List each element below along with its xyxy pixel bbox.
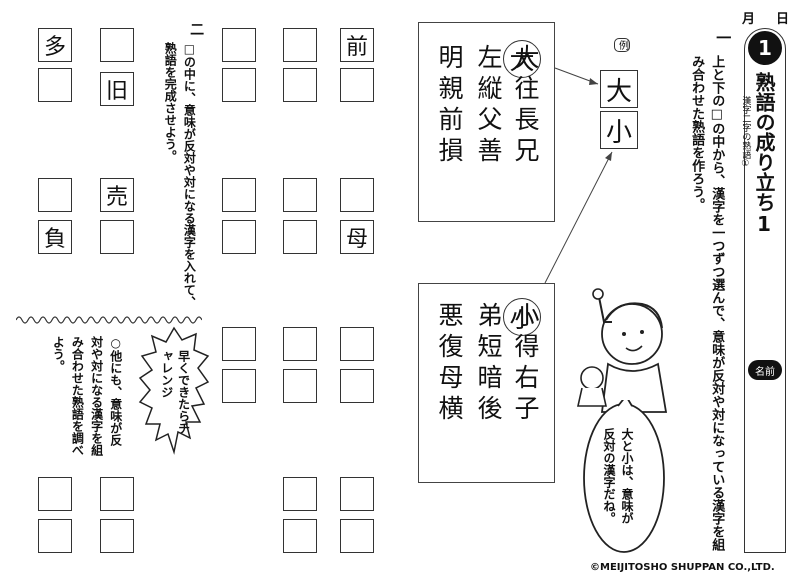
challenge-bubble-text: 早くできたらチャレンジ — [159, 350, 191, 434]
q2-box[interactable] — [100, 28, 134, 62]
speech-text: 大と小は、意味が反対の漢字だね。 — [602, 428, 634, 524]
q2-instruction: □の中に、意味が反対や対になる漢字を入れて、熟語を完成させよう。 — [163, 42, 197, 308]
q1-mark: 一 — [714, 30, 733, 45]
circled-kanji-bottom: 小 — [503, 298, 541, 336]
q2-mark: 二 — [188, 22, 205, 36]
example-box-top: 大 — [600, 70, 638, 108]
panel-top-col-3: 明親前損 — [435, 44, 464, 168]
panel-bottom-col-1: 小得右子 — [511, 302, 540, 426]
q2-box[interactable] — [38, 68, 72, 102]
q2-box[interactable] — [222, 68, 256, 102]
q2-box[interactable] — [222, 178, 256, 212]
q2-box[interactable] — [340, 178, 374, 212]
q2-box[interactable] — [340, 519, 374, 553]
q2-box: 売 — [100, 178, 134, 212]
example-box-bottom: 小 — [600, 111, 638, 149]
lesson-title: 熟語の成り立ち1 — [752, 72, 776, 236]
name-label-badge: 名前 — [748, 360, 782, 380]
day-label: 日 — [776, 12, 790, 27]
speech-balloon-shape — [583, 400, 665, 553]
q2-box[interactable] — [283, 178, 317, 212]
q2-box[interactable] — [283, 220, 317, 254]
q2-box[interactable] — [38, 477, 72, 511]
q1-instruction: 上と下の□の中から、漢字を一つずつ選んで、意味が反対や対になっている漢字を組み合… — [689, 55, 725, 551]
q2-box[interactable] — [340, 68, 374, 102]
wavy-divider — [16, 316, 202, 324]
q2-box: 旧 — [100, 72, 134, 106]
q2-box[interactable] — [340, 327, 374, 361]
circled-kanji-top: 大 — [503, 40, 541, 78]
q2-box: 前 — [340, 28, 374, 62]
panel-bottom-col-3: 悪復母横 — [435, 302, 464, 426]
q2-box[interactable] — [283, 477, 317, 511]
q2-box: 多 — [38, 28, 72, 62]
q2-box[interactable] — [100, 477, 134, 511]
lesson-number: 1 — [758, 36, 772, 60]
q2-box: 母 — [340, 220, 374, 254]
lesson-strip — [744, 28, 786, 553]
q2-box[interactable] — [100, 519, 134, 553]
q2-box[interactable] — [340, 369, 374, 403]
boy-illustration — [577, 288, 668, 413]
q2-box[interactable] — [38, 519, 72, 553]
q2-box[interactable] — [283, 519, 317, 553]
q2-box[interactable] — [222, 369, 256, 403]
copyright: ©MEIJITOSHO SHUPPAN CO.,LTD. — [590, 562, 775, 573]
lesson-subtitle: 漢字二字の熟語① — [740, 96, 751, 169]
q2-box[interactable] — [283, 369, 317, 403]
q2-box: 負 — [38, 220, 72, 254]
q2-box[interactable] — [340, 477, 374, 511]
lesson-number-badge: 1 — [748, 31, 782, 65]
q2-box[interactable] — [222, 220, 256, 254]
q2-box[interactable] — [222, 327, 256, 361]
challenge-bubble-shape — [138, 326, 210, 455]
panel-top-col-2: 左縦父善 — [474, 44, 503, 168]
challenge-text: ○他にも、意味が反対や対になる漢字を組み合わせた熟語を調べよう。 — [51, 336, 123, 456]
panel-bottom-col-2: 弟短暗後 — [474, 302, 503, 426]
q2-box[interactable] — [283, 327, 317, 361]
q2-box[interactable] — [100, 220, 134, 254]
q2-box[interactable] — [283, 68, 317, 102]
panel-top-col-1: 大往長兄 — [511, 44, 540, 168]
month-label: 月 — [742, 12, 756, 27]
q2-box[interactable] — [283, 28, 317, 62]
example-label: 例 — [614, 38, 630, 52]
q2-box[interactable] — [222, 28, 256, 62]
name-label: 名前 — [755, 366, 775, 378]
q2-box[interactable] — [38, 178, 72, 212]
